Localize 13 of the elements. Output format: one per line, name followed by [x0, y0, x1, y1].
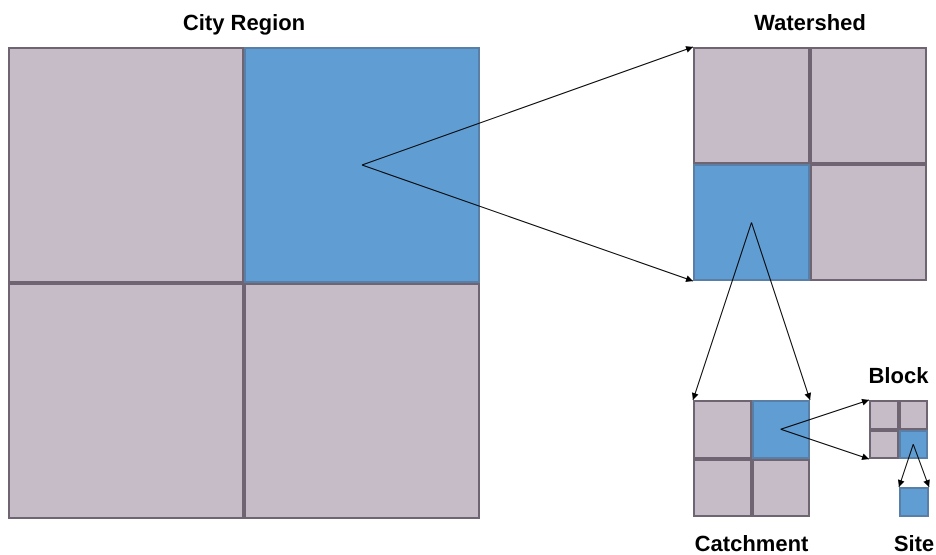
arrow: [362, 46, 694, 166]
scale-heading: Site: [894, 531, 934, 555]
arrow: [780, 398, 870, 430]
arrow: [751, 222, 812, 400]
arrow: [912, 444, 930, 488]
arrow: [898, 444, 914, 488]
arrow: [692, 222, 752, 400]
scale-heading: Watershed: [754, 10, 866, 36]
arrow: [362, 164, 694, 282]
scale-heading: City Region: [182, 10, 306, 36]
scale-heading: Block: [868, 363, 928, 389]
arrow: [780, 428, 870, 460]
scale-heading: Catchment: [694, 531, 808, 555]
